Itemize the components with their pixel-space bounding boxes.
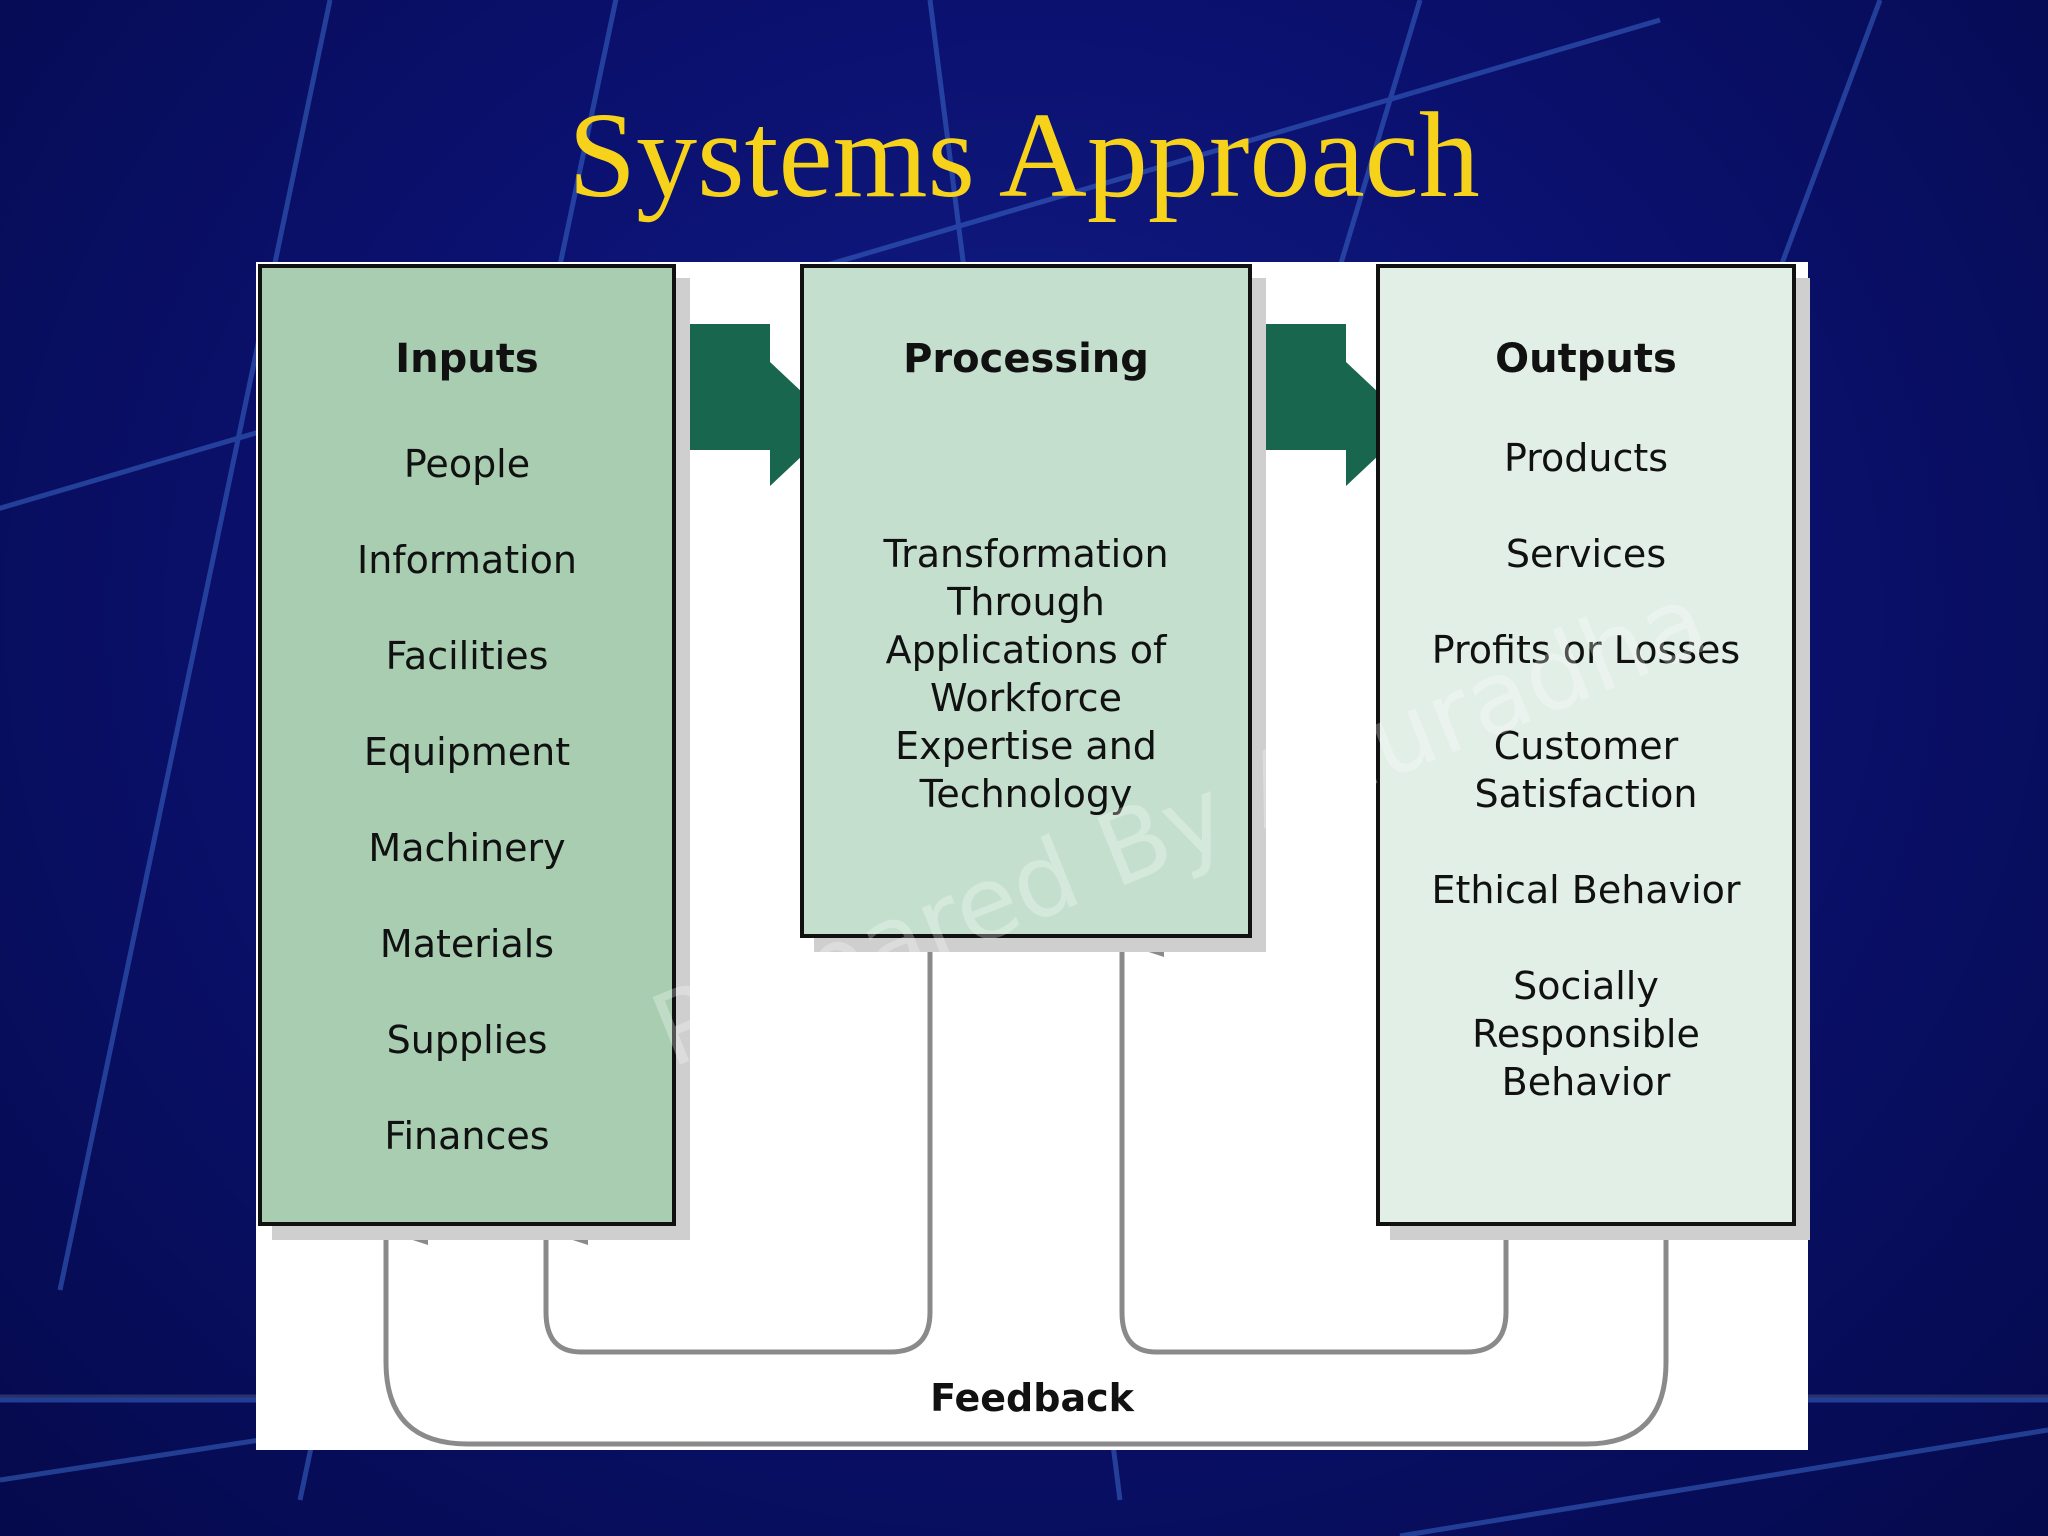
systems-diagram: Inputs People Information Facilities Equ… — [256, 262, 1808, 1450]
inputs-box: Inputs People Information Facilities Equ… — [258, 264, 676, 1226]
feedback-outputs-to-inputs-line — [376, 1211, 1669, 1447]
inputs-item: Machinery — [368, 826, 566, 870]
inputs-item: Facilities — [385, 634, 549, 678]
outputs-box: Outputs Products Services Profits or Los… — [1376, 264, 1796, 1226]
processing-description: Transformation Through Applications of W… — [883, 532, 1169, 816]
inputs-item: Materials — [379, 922, 555, 966]
processing-heading: Processing — [903, 336, 1149, 382]
inputs-item: Equipment — [363, 730, 571, 774]
outputs-item: Products — [1503, 436, 1669, 480]
processing-to-outputs-arrow — [1252, 324, 1412, 486]
feedback-processing-to-inputs-line — [536, 938, 933, 1355]
feedback-outputs-to-processing-line — [1112, 923, 1509, 1355]
outputs-item: Customer Satisfaction — [1474, 724, 1698, 816]
outputs-item: Profits or Losses — [1431, 628, 1741, 672]
inputs-item: Information — [357, 538, 577, 582]
feedback-label: Feedback — [930, 1376, 1134, 1420]
outputs-heading: Outputs — [1495, 336, 1677, 382]
inputs-heading: Inputs — [395, 336, 539, 382]
outputs-item: Services — [1505, 532, 1667, 576]
inputs-item: Finances — [384, 1114, 550, 1158]
inputs-to-processing-arrow — [676, 324, 836, 486]
outputs-item: Ethical Behavior — [1431, 868, 1741, 912]
inputs-item: Supplies — [386, 1018, 548, 1062]
diagram-connectors — [376, 324, 1669, 1447]
slide-title: Systems Approach — [568, 88, 1480, 223]
outputs-item: Socially Responsible Behavior — [1472, 964, 1700, 1104]
inputs-item: People — [403, 442, 531, 486]
processing-box: Processing Transformation Through Applic… — [800, 264, 1252, 938]
